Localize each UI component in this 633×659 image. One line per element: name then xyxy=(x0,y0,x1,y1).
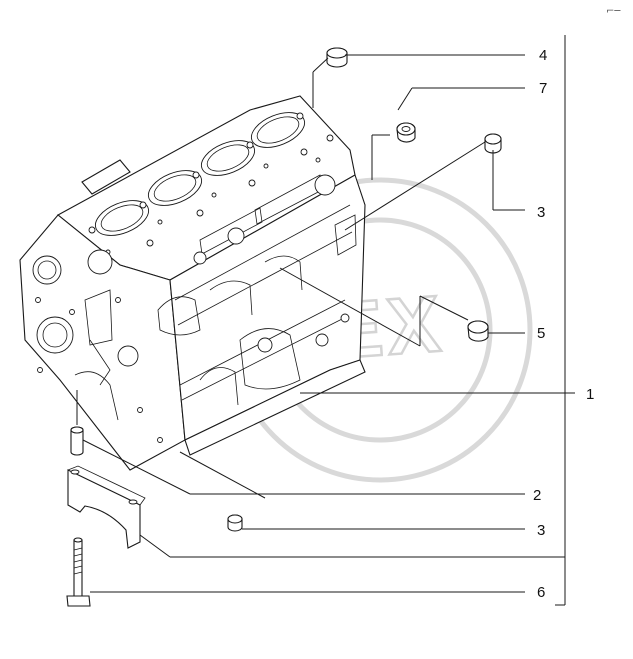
corner-mark: ⌐─ xyxy=(606,6,621,17)
callout-labels: 4 7 3 5 1 2 3 6 xyxy=(533,47,594,601)
bolt-6 xyxy=(66,537,91,607)
callout-7: 7 xyxy=(539,80,547,97)
callout-1: 1 xyxy=(586,386,594,403)
callout-2: 2 xyxy=(533,487,541,504)
bushing-7 xyxy=(396,122,416,143)
callout-bracket xyxy=(555,35,566,606)
dowel-2 xyxy=(70,426,84,456)
callout-3-upper: 3 xyxy=(537,204,545,221)
deck-bolt-holes xyxy=(88,112,334,255)
bearing-cap xyxy=(67,465,146,549)
plug-3-upper xyxy=(484,133,502,154)
plug-5 xyxy=(467,320,489,342)
callout-6: 6 xyxy=(537,584,545,601)
leader-lines xyxy=(76,54,575,593)
callout-5: 5 xyxy=(537,325,545,342)
plug-4 xyxy=(326,47,348,68)
callout-4: 4 xyxy=(539,47,547,64)
callout-3-lower: 3 xyxy=(537,522,545,539)
engine-block xyxy=(19,95,366,471)
plug-3-lower xyxy=(227,514,243,532)
